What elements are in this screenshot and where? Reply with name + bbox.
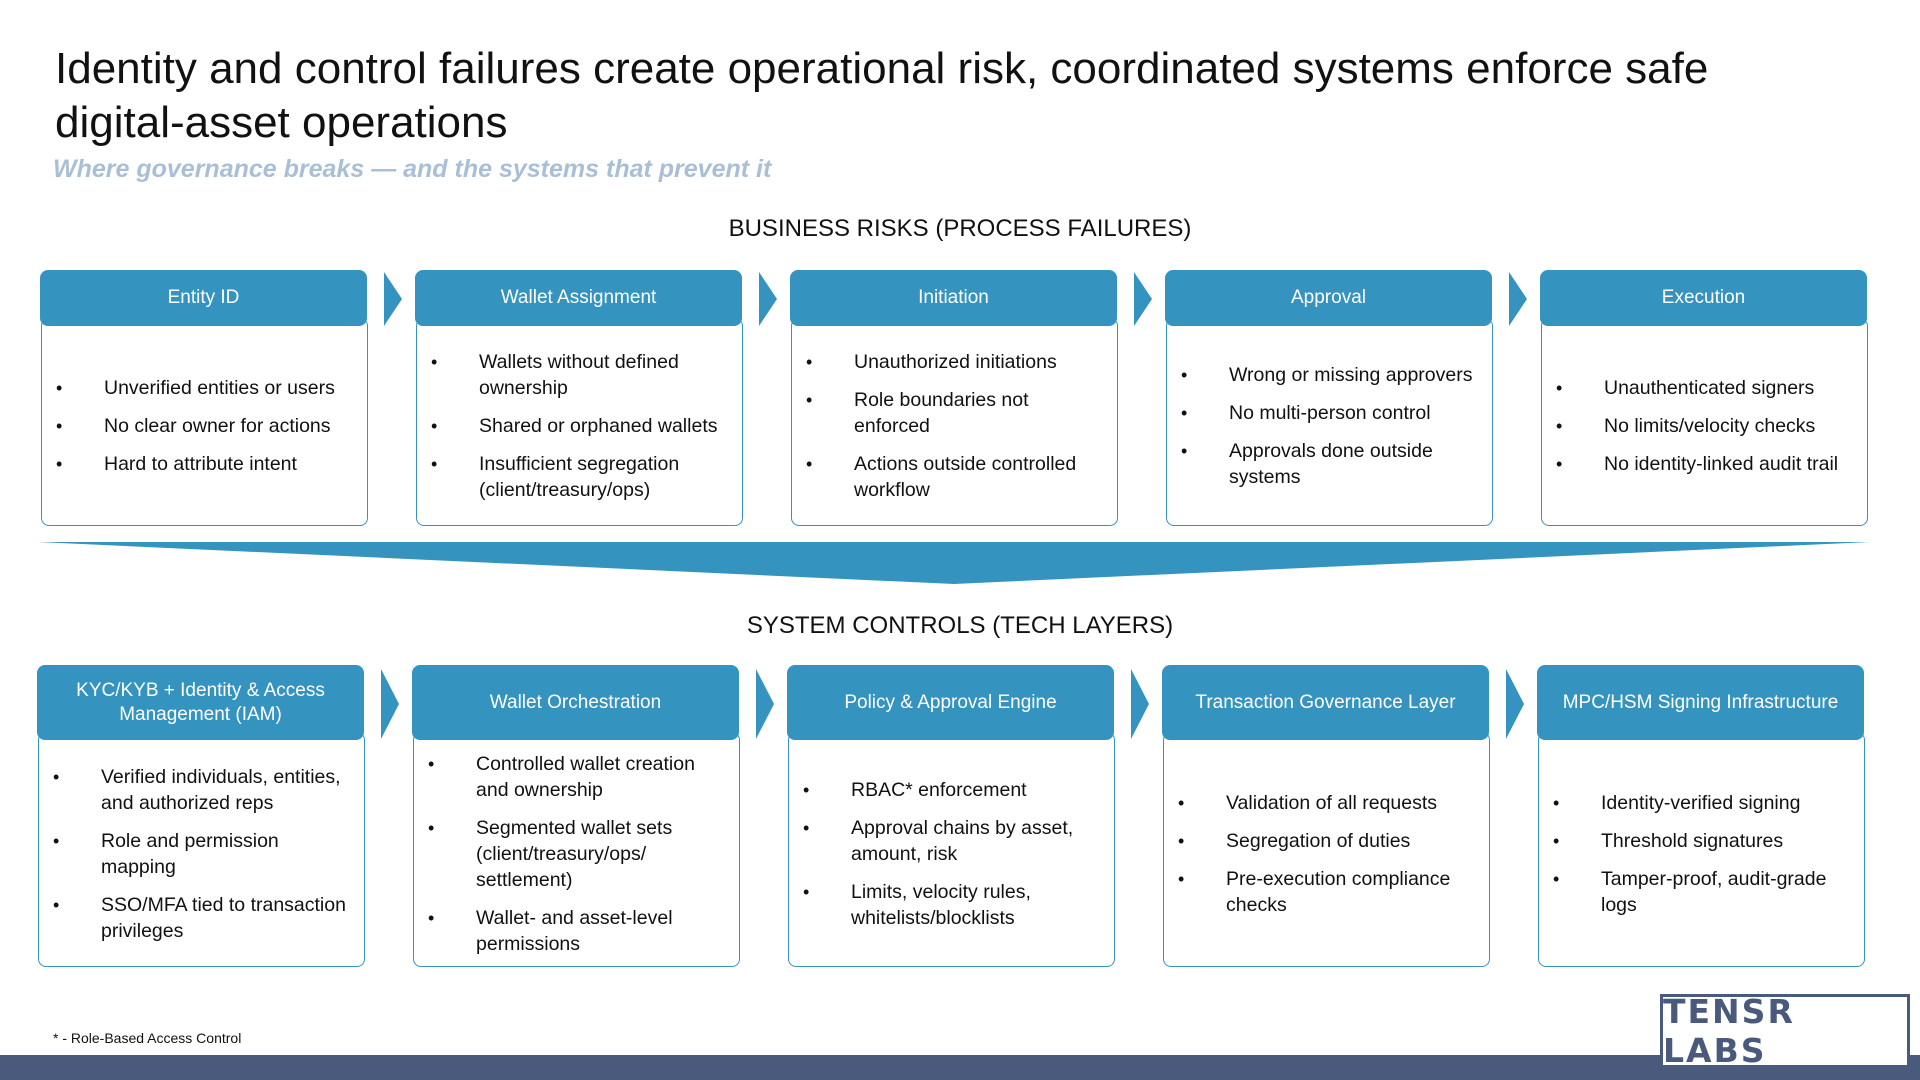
tensr-labs-logo: TENSR LABS xyxy=(1660,992,1910,1070)
chevron-right-icon xyxy=(1131,669,1149,739)
risk-card: Entity ID Unverified entities or users No … xyxy=(40,270,368,526)
control-card-body: RBAC* enforcementApproval chains by asse… xyxy=(788,732,1115,967)
funnel-arrow xyxy=(38,542,1870,584)
slide-title: Identity and control failures create ope… xyxy=(55,44,1709,147)
control-bullet-item: Threshold signatures xyxy=(1553,828,1854,854)
chevron-right-icon xyxy=(1509,272,1527,326)
risk-bullet-list: Wallets without defined ownershipShared … xyxy=(417,337,742,515)
risk-bullet-item: No multi-person control xyxy=(1181,400,1482,426)
control-bullet-item: Identity-verified signing xyxy=(1553,790,1854,816)
control-card-title: MPC/HSM Signing Infrastructure xyxy=(1537,665,1864,740)
logo-text: TENSR LABS xyxy=(1663,992,1795,1070)
risk-bullet-item: No clear owner for actions xyxy=(56,413,357,439)
control-card: MPC/HSM Signing InfrastructureIdentity-v… xyxy=(1537,665,1865,967)
control-bullet-list: Controlled wallet creation and ownership… xyxy=(414,739,739,969)
risk-card-title: Wallet Assignment xyxy=(415,270,742,326)
control-bullet-item: Role and permission mapping xyxy=(53,828,354,880)
risk-bullet-item: Approvals done outside systems xyxy=(1181,438,1482,490)
risk-bullet-item: Unauthenticated signers xyxy=(1556,375,1857,401)
risk-bullet-list: Unauthenticated signers No limits/velocit… xyxy=(1542,363,1867,489)
risk-bullet-item: No limits/velocity checks xyxy=(1556,413,1857,439)
chevron-right-icon xyxy=(1134,272,1152,326)
chevron-right-icon xyxy=(384,272,402,326)
risk-bullet-item: Hard to attribute intent xyxy=(56,451,357,477)
control-bullet-list: RBAC* enforcementApproval chains by asse… xyxy=(789,765,1114,943)
risk-card-body: Wallets without defined ownershipShared … xyxy=(416,318,743,526)
control-card-body: Controlled wallet creation and ownership… xyxy=(413,732,740,967)
control-card-title: Transaction Governance Layer xyxy=(1162,665,1489,740)
control-bullet-item: Validation of all requests xyxy=(1178,790,1479,816)
control-card: Transaction Governance LayerValidation o… xyxy=(1162,665,1490,967)
footnote: * - Role-Based Access Control xyxy=(53,1030,242,1046)
control-bullet-item: Controlled wallet creation and ownership xyxy=(428,751,729,803)
control-bullet-item: Limits, velocity rules, whitelists/block… xyxy=(803,879,1104,931)
system-controls-row: KYC/KYB + Identity & Access Management (… xyxy=(0,665,1920,967)
control-card: KYC/KYB + Identity & Access Management (… xyxy=(37,665,365,967)
slide-subtitle: Where governance breaks — and the system… xyxy=(53,155,772,183)
risk-card-body: Unauthenticated signers No limits/velocit… xyxy=(1541,318,1868,526)
control-bullet-item: Tamper-proof, audit-grade logs xyxy=(1553,866,1854,918)
control-bullet-list: Verified individuals, entities, and auth… xyxy=(39,752,364,956)
control-bullet-item: RBAC* enforcement xyxy=(803,777,1104,803)
control-bullet-item: Segregation of duties xyxy=(1178,828,1479,854)
control-card-body: Identity-verified signingThreshold signa… xyxy=(1538,732,1865,967)
control-bullet-list: Validation of all requestsSegregation of… xyxy=(1164,778,1489,930)
control-card-title: Wallet Orchestration xyxy=(412,665,739,740)
risk-bullet-item: Wallets without defined ownership xyxy=(431,349,732,401)
risk-bullet-item: Actions outside controlled workflow xyxy=(806,451,1107,503)
risk-bullet-item: Role boundaries not enforced xyxy=(806,387,1107,439)
risk-card-title: Execution xyxy=(1540,270,1867,326)
control-card: Policy & Approval EngineRBAC* enforcemen… xyxy=(787,665,1115,967)
control-bullet-item: SSO/MFA tied to transaction privileges xyxy=(53,892,354,944)
risk-bullet-item: No identity-linked audit trail xyxy=(1556,451,1857,477)
chevron-right-icon xyxy=(381,669,399,739)
control-bullet-item: Pre-execution compliance checks xyxy=(1178,866,1479,918)
risk-card: ApprovalWrong or missing approvers No mul… xyxy=(1165,270,1493,526)
chevron-right-icon xyxy=(759,272,777,326)
risk-bullet-item: Wrong or missing approvers xyxy=(1181,362,1482,388)
business-risks-row: Entity ID Unverified entities or users No … xyxy=(0,270,1920,528)
control-card-body: Verified individuals, entities, and auth… xyxy=(38,732,365,967)
risk-bullet-item: Unverified entities or users xyxy=(56,375,357,401)
risk-card-title: Initiation xyxy=(790,270,1117,326)
control-card-title: KYC/KYB + Identity & Access Management (… xyxy=(37,665,364,740)
control-bullet-item: Verified individuals, entities, and auth… xyxy=(53,764,354,816)
risk-card-body: Wrong or missing approvers No multi-perso… xyxy=(1166,318,1493,526)
risk-card-title: Approval xyxy=(1165,270,1492,326)
risk-bullet-item: Shared or orphaned wallets xyxy=(431,413,732,439)
risk-card: ExecutionUnauthenticated signers No limit… xyxy=(1540,270,1868,526)
footer-bar xyxy=(0,1055,1920,1080)
risk-bullet-item: Insufficient segregation (client/treasur… xyxy=(431,451,732,503)
chevron-right-icon xyxy=(756,669,774,739)
risk-card-body: Unauthorized initiationsRole boundaries … xyxy=(791,318,1118,526)
control-bullet-item: Approval chains by asset, amount, risk xyxy=(803,815,1104,867)
control-bullet-list: Identity-verified signingThreshold signa… xyxy=(1539,778,1864,930)
risk-bullet-list: Wrong or missing approvers No multi-perso… xyxy=(1167,350,1492,502)
risk-card-body: Unverified entities or users No clear own… xyxy=(41,318,368,526)
risk-card: InitiationUnauthorized initiationsRole b… xyxy=(790,270,1118,526)
risk-bullet-item: Unauthorized initiations xyxy=(806,349,1107,375)
chevron-right-icon xyxy=(1506,669,1524,739)
business-risks-heading: BUSINESS RISKS (PROCESS FAILURES) xyxy=(728,215,1192,242)
control-card: Wallet OrchestrationControlled wallet cr… xyxy=(412,665,740,967)
risk-bullet-list: Unauthorized initiationsRole boundaries … xyxy=(792,337,1117,515)
risk-card-title: Entity ID xyxy=(40,270,367,326)
control-card-title: Policy & Approval Engine xyxy=(787,665,1114,740)
system-controls-heading: SYSTEM CONTROLS (TECH LAYERS) xyxy=(746,612,1174,639)
risk-card: Wallet AssignmentWallets without defined… xyxy=(415,270,743,526)
risk-bullet-list: Unverified entities or users No clear own… xyxy=(42,363,367,489)
control-bullet-item: Segmented wallet sets (client/treasury/o… xyxy=(428,815,729,893)
control-bullet-item: Wallet- and asset-level permissions xyxy=(428,905,729,957)
control-card-body: Validation of all requestsSegregation of… xyxy=(1163,732,1490,967)
